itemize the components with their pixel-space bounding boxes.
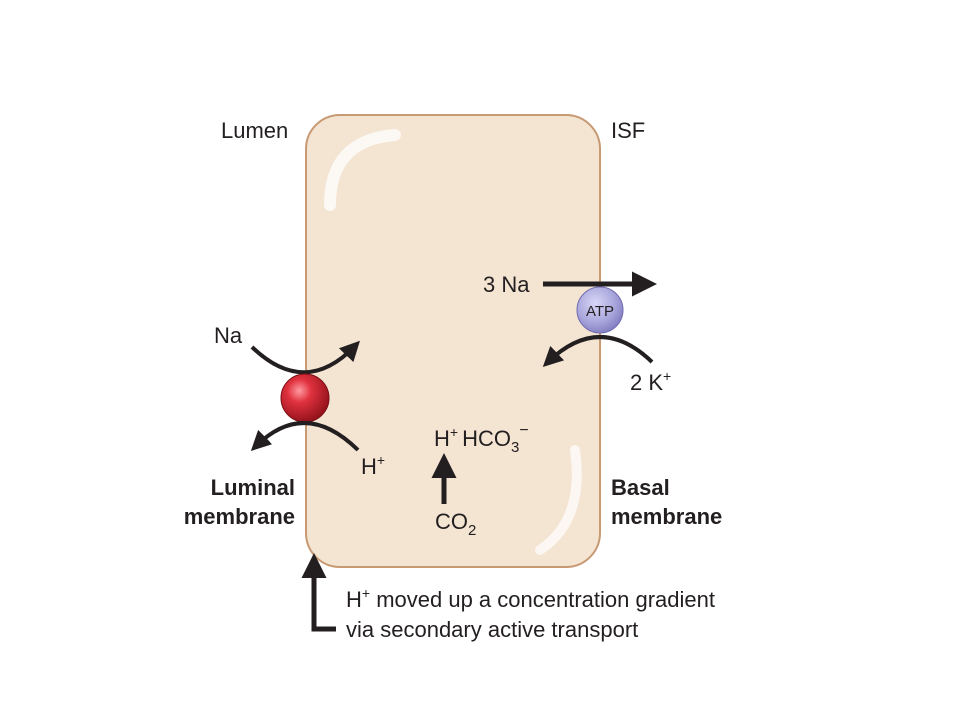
h-efflux-arrow bbox=[250, 421, 360, 452]
h-hco3-label: H+HCO3− bbox=[434, 422, 529, 456]
note-pointer-arrow bbox=[301, 553, 336, 632]
na-label-left: Na bbox=[214, 323, 243, 348]
luminal-membrane-label-1: Luminal bbox=[211, 475, 295, 500]
atp-label: ATP bbox=[586, 303, 614, 320]
co2-label: CO2 bbox=[435, 509, 476, 539]
basal-membrane-label-1: Basal bbox=[611, 475, 670, 500]
basal-membrane-label-2: membrane bbox=[611, 504, 722, 529]
tubule-cell bbox=[305, 114, 601, 568]
cell-highlight-bottom bbox=[535, 445, 582, 555]
note-line-1: H+ moved up a concentration gradient bbox=[346, 585, 715, 612]
h-label-left: H+ bbox=[361, 452, 385, 479]
k-influx-arrow bbox=[542, 335, 654, 367]
three-na-label: 3 Na bbox=[483, 272, 530, 297]
note-line-2: via secondary active transport bbox=[346, 617, 638, 642]
na-h-antiporter bbox=[280, 373, 330, 423]
lumen-label: Lumen bbox=[221, 118, 288, 143]
isf-label: ISF bbox=[611, 118, 645, 143]
two-k-label: 2 K+ bbox=[630, 368, 671, 395]
luminal-membrane-label-2: membrane bbox=[184, 504, 295, 529]
na-k-atpase-pump bbox=[576, 286, 624, 334]
cell-highlight-top bbox=[324, 129, 401, 211]
na-influx-arrow bbox=[250, 340, 360, 375]
